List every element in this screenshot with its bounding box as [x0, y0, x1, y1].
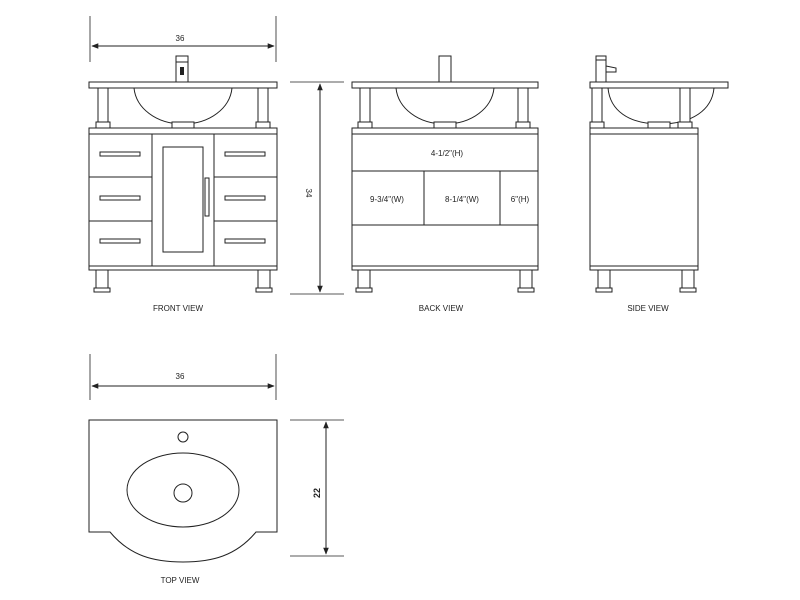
faucet: [595, 55, 617, 83]
side-view: SIDE VIEW: [589, 55, 729, 313]
door-handle: [204, 177, 210, 217]
basin: [395, 87, 495, 125]
depth-dimension: 22: [290, 419, 344, 557]
top-view-label: TOP VIEW: [161, 576, 200, 585]
back-left-cell-label: 9-3/4"(W): [370, 195, 404, 204]
top-width-label: 36: [176, 372, 185, 381]
side-panel: [589, 133, 699, 267]
drain-hole: [173, 483, 193, 503]
countertop: [589, 81, 729, 89]
drawer-handles: [99, 151, 266, 244]
cabinet-top: [88, 127, 278, 135]
height-dimension: 34: [290, 81, 344, 295]
faucet: [175, 55, 189, 83]
side-view-label: SIDE VIEW: [627, 304, 669, 313]
back-right-cell-label: 6"(H): [511, 195, 530, 204]
basin: [133, 87, 233, 125]
front-width-dimension: 36: [89, 16, 277, 62]
faucet-hole: [177, 431, 189, 443]
back-view: 4-1/2"(H) 9-3/4"(W) 8-1/4"(W) 6"(H) BACK…: [351, 55, 539, 313]
countertop: [88, 81, 278, 89]
depth-label: 22: [312, 488, 322, 498]
back-top-drawer-label: 4-1/2"(H): [431, 149, 464, 158]
back-view-label: BACK VIEW: [419, 304, 464, 313]
basin: [607, 87, 715, 125]
back-panel: [351, 133, 539, 267]
cabinet-door: [162, 146, 204, 253]
front-view-label: FRONT VIEW: [153, 304, 204, 313]
front-width-label: 36: [176, 34, 185, 43]
drain: [171, 121, 195, 129]
height-label: 34: [304, 189, 313, 198]
front-view: 36: [88, 16, 278, 313]
top-view: 36 TOP VIEW: [88, 354, 278, 585]
post-right: [257, 87, 269, 123]
back-mid-cell-label: 8-1/4"(W): [445, 195, 479, 204]
post-left: [97, 87, 109, 123]
countertop: [351, 81, 539, 89]
faucet: [438, 55, 452, 83]
top-width-dimension: 36: [89, 354, 277, 400]
legs: [93, 269, 273, 293]
